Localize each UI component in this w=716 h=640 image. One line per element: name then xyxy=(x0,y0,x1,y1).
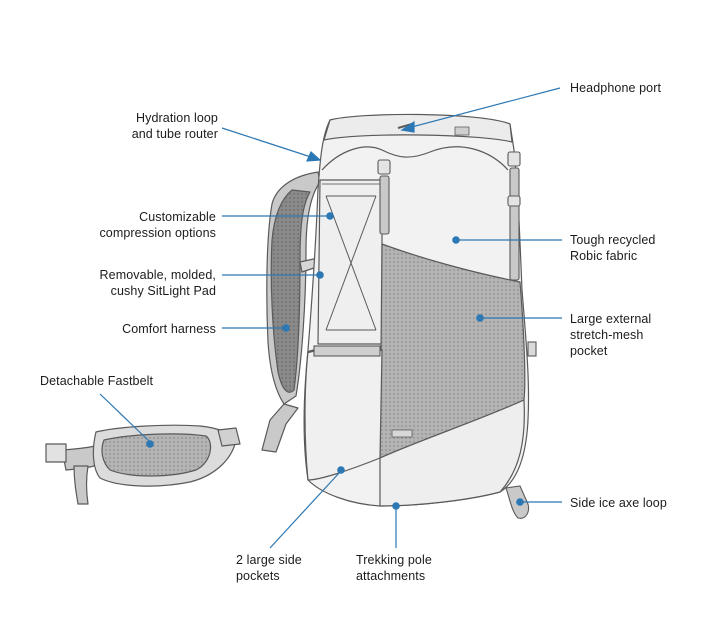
label-line: Comfort harness xyxy=(122,322,216,336)
label-line: Tough recycled xyxy=(570,233,656,247)
label-hydration-loop: Hydration loop and tube router xyxy=(132,110,218,142)
label-line: Large external xyxy=(570,312,652,326)
fastbelt xyxy=(45,424,241,505)
label-line: pocket xyxy=(570,344,608,358)
label-compression: Customizable compression options xyxy=(99,209,216,241)
label-line: Robic fabric xyxy=(570,249,638,263)
side-straps xyxy=(313,151,537,519)
label-comfort-harness: Comfort harness xyxy=(122,321,216,337)
sitlight-pad xyxy=(270,189,311,393)
shoulder-harness xyxy=(261,171,321,453)
leader-lines xyxy=(99,87,562,549)
label-line: and tube router xyxy=(131,127,218,141)
label-line: Headphone port xyxy=(570,81,662,95)
pack-body xyxy=(303,113,530,507)
label-line: Trekking pole xyxy=(356,553,432,567)
label-mesh-pocket: Large external stretch-mesh pocket xyxy=(570,311,651,359)
label-robic-fabric: Tough recycled Robic fabric xyxy=(570,232,655,264)
label-line: compression options xyxy=(99,226,216,240)
label-fastbelt: Detachable Fastbelt xyxy=(40,373,153,389)
label-line: Hydration loop xyxy=(135,111,218,125)
label-line: attachments xyxy=(356,569,426,583)
label-ice-axe-loop: Side ice axe loop xyxy=(570,495,667,511)
label-line: Removable, molded, xyxy=(99,268,216,282)
label-headphone-port: Headphone port xyxy=(570,80,661,96)
label-line: cushy SitLight Pad xyxy=(110,284,216,298)
label-side-pockets: 2 large side pockets xyxy=(236,552,302,584)
label-line: Side ice axe loop xyxy=(570,496,667,510)
label-line: stretch-mesh xyxy=(570,328,644,342)
label-line: Customizable xyxy=(139,210,216,224)
label-sitlight-pad: Removable, molded, cushy SitLight Pad xyxy=(100,267,216,299)
label-line: 2 large side xyxy=(236,553,302,567)
label-line: pockets xyxy=(236,569,280,583)
label-trekking-pole: Trekking pole attachments xyxy=(356,552,432,584)
label-line: Detachable Fastbelt xyxy=(40,374,154,388)
